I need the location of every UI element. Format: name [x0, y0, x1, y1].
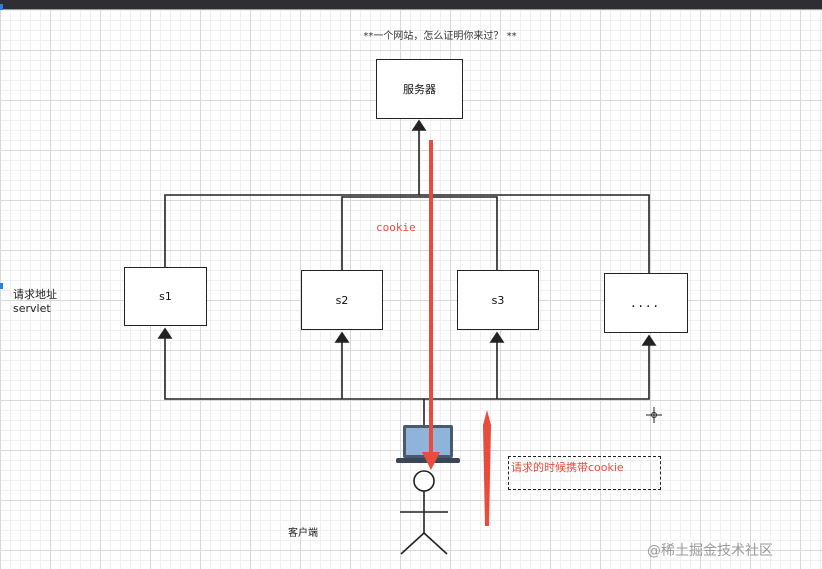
- arrowhead-s2: [334, 331, 350, 343]
- red-arrowhead-down: [422, 452, 440, 470]
- node-s1-label: s1: [159, 290, 172, 303]
- request-address-line1: 请求地址: [13, 288, 57, 301]
- request-address-line2: servlet: [13, 302, 51, 315]
- client-label: 客户端: [288, 528, 318, 539]
- client-head: [413, 470, 435, 492]
- red-request-line: [429, 140, 433, 458]
- panel-marker: [0, 283, 3, 289]
- arrowhead-s3: [489, 331, 505, 343]
- cookie-note-box[interactable]: 请求的时候携带cookie: [508, 456, 661, 490]
- client-leg-right: [423, 532, 448, 555]
- connector-s1-server: [164, 126, 420, 268]
- arrowhead-s4: [641, 334, 657, 346]
- connector-s2-bus: [341, 196, 498, 270]
- arrowhead-s1: [157, 327, 173, 339]
- node-more[interactable]: ....: [604, 273, 688, 333]
- arrowhead-server: [411, 119, 427, 131]
- node-s3[interactable]: s3: [457, 270, 539, 330]
- laptop-icon: [396, 425, 460, 463]
- window-top-bar: [0, 0, 822, 9]
- top-bar-divider: [0, 9, 822, 10]
- server-box[interactable]: 服务器: [376, 59, 463, 119]
- cookie-label: cookie: [376, 221, 416, 234]
- node-more-label: ....: [631, 295, 661, 311]
- connector-bus-s4: [424, 343, 650, 400]
- watermark: @稀土掘金技术社区: [647, 543, 773, 559]
- client-leg-left: [400, 532, 425, 555]
- connector-s4-server: [419, 194, 650, 273]
- server-label: 服务器: [403, 83, 436, 96]
- request-address-label: 请求地址 servlet: [13, 288, 57, 316]
- red-response-arrow: [483, 410, 491, 526]
- connector-bus-s1: [164, 336, 424, 400]
- crosshair-cursor-icon: [646, 407, 662, 423]
- node-s2-label: s2: [335, 293, 349, 307]
- node-s1[interactable]: s1: [124, 267, 207, 326]
- node-s2[interactable]: s2: [301, 270, 383, 330]
- node-s3-label: s3: [491, 293, 505, 307]
- cookie-note-text: 请求的时候携带cookie: [511, 461, 624, 474]
- panel-marker: [0, 4, 3, 10]
- diagram-title: **一个网站，怎么证明你来过？ **: [363, 31, 517, 42]
